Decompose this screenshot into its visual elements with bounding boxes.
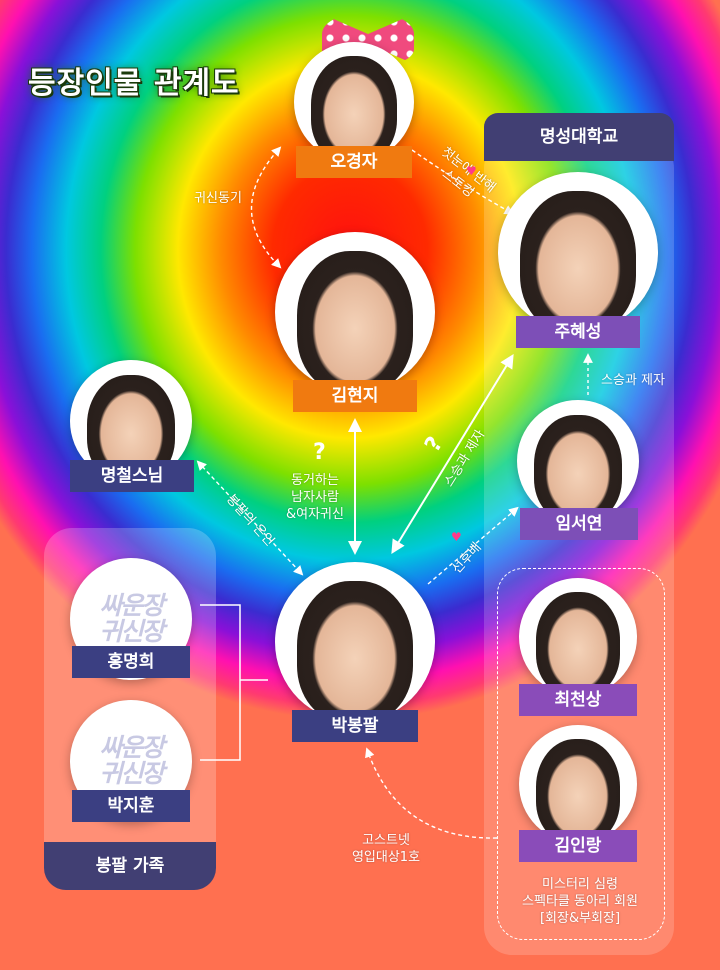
club-note: 미스터리 심령 스펙타클 동아리 회원 [회장&부회장] bbox=[499, 876, 661, 927]
parkbongpal-portrait[interactable] bbox=[275, 562, 435, 722]
juhyeseong-name-tag: 주혜성 bbox=[516, 316, 640, 348]
kiminrang-portrait[interactable] bbox=[519, 725, 637, 843]
imseoyeon-name-tag: 임서연 bbox=[520, 508, 638, 540]
heart-icon-2: ♥ bbox=[451, 530, 462, 544]
teacher-student-note: 스승과 제자 bbox=[588, 372, 678, 389]
question-mark-icon: ? bbox=[313, 440, 326, 465]
choicheonsang-name-tag: 최천상 bbox=[519, 684, 637, 716]
kimhyeonji-portrait[interactable] bbox=[275, 232, 435, 392]
parkbongpal-name-tag: 박봉팔 bbox=[292, 710, 418, 742]
ogyeongja-name-tag: 오경자 bbox=[296, 146, 412, 178]
kimhyeonji-name-tag: 김현지 bbox=[293, 380, 417, 412]
kiminrang-name-tag: 김인랑 bbox=[519, 830, 637, 862]
living-together-note: 동거하는 남자사람 &여자귀신 bbox=[275, 472, 355, 523]
myeongcheol-name-tag: 명철스님 bbox=[70, 460, 194, 492]
line-ghostnet bbox=[368, 752, 497, 838]
ghost-mate-note: 귀신동기 bbox=[183, 190, 253, 207]
parkjihun-name-tag: 박지훈 bbox=[72, 790, 190, 822]
ogyeongja-portrait[interactable] bbox=[294, 42, 414, 162]
line-family bbox=[200, 605, 268, 760]
ghostnet-note: 고스트넷 영입대상1호 bbox=[340, 832, 432, 866]
line-ghost-mate bbox=[252, 150, 279, 265]
heart-icon: ♥ bbox=[466, 164, 477, 178]
imseoyeon-portrait[interactable] bbox=[517, 400, 639, 522]
hongmyeonghui-name-tag: 홍명희 bbox=[72, 646, 190, 678]
juhyeseong-portrait[interactable] bbox=[498, 172, 658, 332]
choicheonsang-portrait[interactable] bbox=[519, 578, 637, 696]
